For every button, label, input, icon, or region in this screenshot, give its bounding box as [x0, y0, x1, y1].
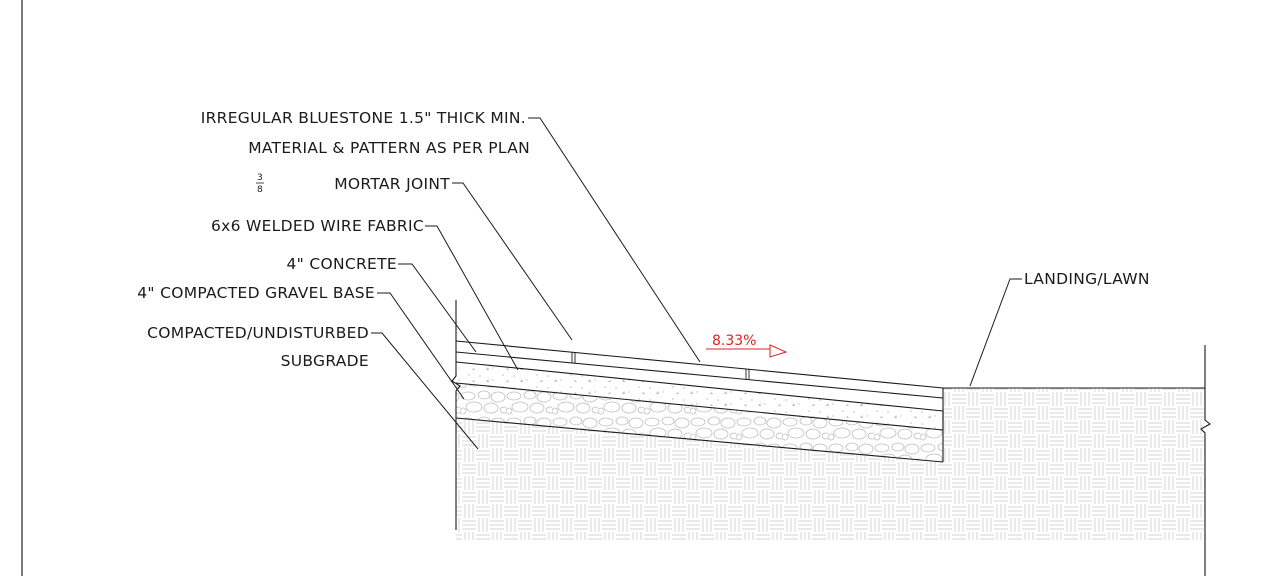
left-break-line	[451, 300, 461, 530]
label-bluestone-line1: IRREGULAR BLUESTONE 1.5" THICK MIN.	[201, 109, 526, 127]
leader-lines	[371, 117, 1022, 450]
subgrade-hatch	[456, 418, 943, 540]
concrete-top-line	[455, 361, 944, 412]
gravel-hatch	[456, 383, 943, 462]
label-bluestone-line2: MATERIAL & PATTERN AS PER PLAN	[248, 139, 530, 157]
section-lines	[455, 340, 1205, 463]
leader-wire	[425, 225, 519, 371]
lawn-subgrade-hatch	[943, 388, 1205, 540]
label-subgrade-line2: SUBGRADE	[281, 352, 369, 370]
label-wire: 6x6 WELDED WIRE FABRIC	[211, 217, 424, 235]
leader-mortar	[452, 182, 573, 341]
slope-arrow-icon	[769, 344, 788, 358]
label-gravel: 4" COMPACTED GRAVEL BASE	[137, 284, 375, 302]
slope-value: 8.33%	[712, 333, 756, 349]
label-mortar-group: 3 8 MORTAR JOINT	[256, 173, 450, 195]
slope-indicator: 8.33%	[706, 333, 788, 358]
leader-landing	[969, 278, 1022, 387]
leader-subgrade	[371, 332, 479, 450]
subgrade-top-line	[455, 417, 944, 463]
mortar-fraction-denominator: 8	[257, 185, 263, 195]
label-subgrade-line1: COMPACTED/UNDISTURBED	[147, 324, 369, 342]
right-break-line	[1200, 345, 1211, 576]
concrete-hatch	[456, 362, 943, 430]
label-mortar: MORTAR JOINT	[334, 175, 450, 193]
label-landing: LANDING/LAWN	[1024, 270, 1150, 288]
leader-concrete	[398, 263, 477, 353]
bluestone-bottom-line	[455, 351, 944, 399]
gravel-top-line	[455, 382, 944, 431]
mortar-joints	[571, 352, 750, 380]
mortar-fraction-numerator: 3	[257, 173, 263, 183]
leader-gravel	[377, 292, 465, 400]
callout-labels: IRREGULAR BLUESTONE 1.5" THICK MIN. MATE…	[137, 109, 1150, 370]
label-concrete: 4" CONCRETE	[287, 255, 397, 273]
leader-bluestone	[528, 117, 701, 363]
bluestone-top-line	[455, 340, 944, 389]
